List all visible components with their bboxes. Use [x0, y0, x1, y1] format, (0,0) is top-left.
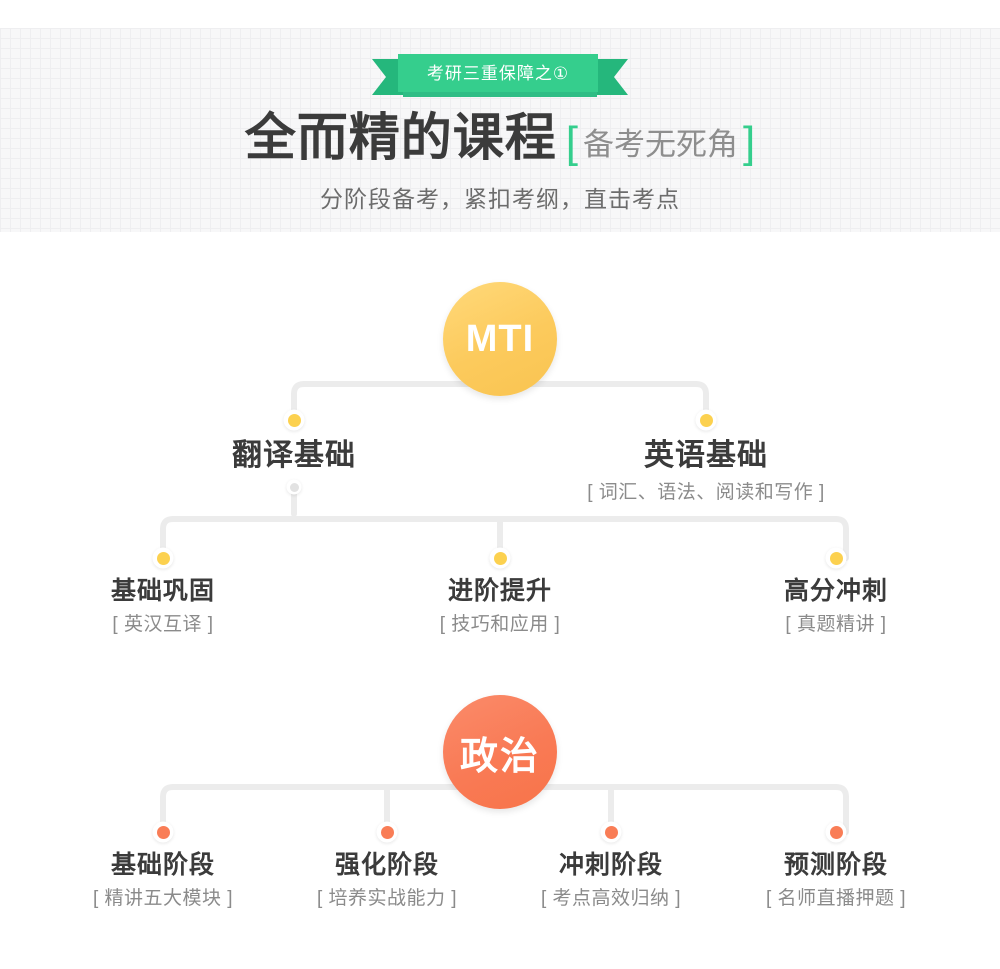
header-section: 考研三重保障之① 全而精的课程 [ 备考无死角 ] 分阶段备考，紧扣考纲，直击考…	[0, 0, 1000, 232]
ribbon-body: 考研三重保障之①	[398, 54, 598, 92]
dot-core	[156, 551, 170, 565]
dot-core	[156, 825, 170, 839]
dot-jinjie-tisheng	[489, 547, 511, 569]
ribbon-tail-right-icon	[594, 59, 628, 95]
dot-core	[493, 551, 507, 565]
node-qianghua-jieduan[interactable]: 强化阶段 [ 培养实战能力 ]	[317, 851, 457, 911]
page-title-row: 全而精的课程 [ 备考无死角 ]	[0, 109, 1000, 167]
page-subtitle: 分阶段备考，紧扣考纲，直击考点	[320, 186, 680, 212]
hub-zhengzhi-label: 政治	[459, 735, 540, 778]
dot-core	[380, 825, 394, 839]
node-subtitle: [ 考点高效归纳 ]	[540, 887, 682, 909]
hub-mti-label: MTI	[465, 317, 535, 360]
node-title: 高分冲刺	[783, 577, 889, 605]
dot-jichu-gonggu	[152, 547, 174, 569]
node-subtitle: [ 词汇、语法、阅读和写作 ]	[587, 481, 825, 503]
dot-core	[699, 413, 713, 427]
node-title: 英语基础	[644, 439, 768, 472]
dot-yuce-jieduan	[825, 821, 847, 843]
node-yingyu-jichu[interactable]: 英语基础 [ 词汇、语法、阅读和写作 ]	[587, 439, 825, 505]
node-title: 进阶提升	[447, 577, 552, 605]
dot-core	[604, 825, 618, 839]
node-subtitle: [ 真题精讲 ]	[785, 613, 887, 635]
node-chongci-jieduan[interactable]: 冲刺阶段 [ 考点高效归纳 ]	[541, 851, 681, 911]
dot-core	[287, 413, 301, 427]
node-subtitle: [ 名师直播押题 ]	[765, 887, 907, 909]
node-fanyi-jichu[interactable]: 翻译基础	[232, 439, 356, 474]
ribbon-banner: 考研三重保障之①	[372, 54, 628, 97]
node-title: 翻译基础	[232, 439, 356, 472]
node-title: 强化阶段	[334, 851, 439, 879]
dot-gaofen-chongci	[825, 547, 847, 569]
dot-fanyi-jichu	[283, 409, 305, 431]
page-title: 全而精的课程	[244, 109, 557, 166]
node-subtitle: [ 英汉互译 ]	[112, 613, 214, 635]
ribbon-label: 考研三重保障之①	[426, 63, 570, 83]
title-tag: [ 备考无死角 ]	[565, 118, 756, 167]
node-jichu-jieduan[interactable]: 基础阶段 [ 精讲五大模块 ]	[93, 851, 233, 911]
hub-zhengzhi[interactable]: 政治	[443, 695, 557, 809]
node-gaofen-chongci[interactable]: 高分冲刺 [ 真题精讲 ]	[784, 577, 888, 637]
node-title: 基础阶段	[110, 851, 215, 879]
course-tree-diagram: MTI 翻译基础 英语基础 [ 词汇、语法、阅读和写作 ] 基础巩固 [ 英汉互…	[0, 232, 1000, 969]
tag-bracket-left: [	[565, 118, 578, 167]
node-subtitle: [ 精讲五大模块 ]	[92, 887, 234, 909]
hub-mti[interactable]: MTI	[443, 282, 557, 396]
node-yuce-jieduan[interactable]: 预测阶段 [ 名师直播押题 ]	[766, 851, 906, 911]
dot-core	[829, 551, 843, 565]
tag-text: 备考无死角	[583, 127, 738, 162]
dot-jichu-jieduan	[152, 821, 174, 843]
node-jinjie-tisheng[interactable]: 进阶提升 [ 技巧和应用 ]	[440, 577, 561, 637]
node-title: 基础巩固	[110, 577, 216, 605]
dot-fanyi-joint	[286, 479, 302, 495]
tag-bracket-right: ]	[743, 118, 756, 167]
node-title: 冲刺阶段	[558, 851, 663, 879]
node-title: 预测阶段	[783, 851, 888, 879]
dot-yingyu-jichu	[695, 409, 717, 431]
dot-qianghua-jieduan	[376, 821, 398, 843]
dot-core	[829, 825, 843, 839]
dot-core	[289, 482, 299, 492]
node-subtitle: [ 技巧和应用 ]	[439, 613, 561, 635]
dot-chongci-jieduan	[600, 821, 622, 843]
node-jichu-gonggu[interactable]: 基础巩固 [ 英汉互译 ]	[111, 577, 215, 637]
node-subtitle: [ 培养实战能力 ]	[316, 887, 458, 909]
